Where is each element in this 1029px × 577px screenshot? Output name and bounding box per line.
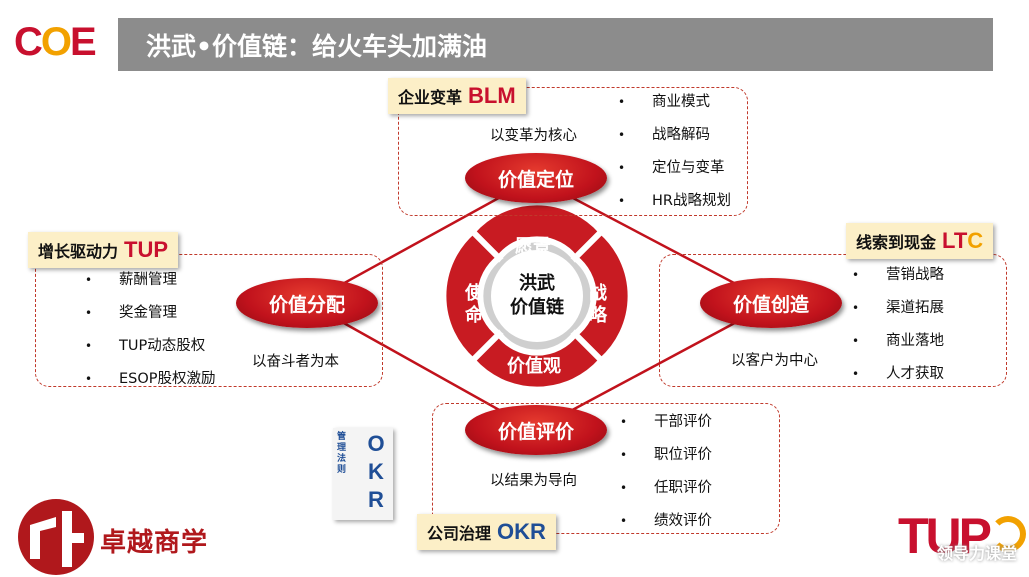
- list-item: 商业模式: [618, 86, 731, 119]
- list-item: 商业落地: [852, 325, 944, 358]
- right-list: 营销战略 渠道拓展 商业落地 人才获取: [852, 259, 944, 391]
- list-item: ESOP股权激励: [85, 363, 216, 396]
- top-list: 商业模式 战略解码 定位与变革 HR战略规划: [618, 86, 731, 218]
- right-section-box: [659, 254, 1007, 387]
- right-caption: 以客户为中心: [731, 353, 818, 369]
- page-title: 洪武•价值链：给火车头加满油: [146, 32, 487, 61]
- ring-center-line2: 价值链: [510, 297, 564, 318]
- left-list: 薪酬管理 奖金管理 TUP动态股权 ESOP股权激励: [85, 264, 216, 396]
- left-tag-label: 增长驱动力: [38, 242, 119, 261]
- ring-segments: [440, 199, 634, 393]
- bottom-section-box: [432, 403, 780, 534]
- list-item: 职位评价: [620, 439, 712, 472]
- ring-segment-strategy: 战略: [589, 283, 607, 326]
- node-value-distribution: 价值分配: [236, 278, 378, 328]
- list-item: 绩效评价: [620, 505, 712, 538]
- book-title-zh: 管理法则: [337, 432, 347, 475]
- list-item: 干部评价: [620, 406, 712, 439]
- list-item: HR战略规划: [618, 185, 731, 218]
- node-value-evaluation: 价值评价: [465, 405, 607, 455]
- list-item: TUP动态股权: [85, 330, 216, 363]
- list-item: 营销战略: [852, 259, 944, 292]
- ring-segment-values: 价值观: [507, 356, 561, 377]
- node-value-positioning: 价值定位: [465, 153, 607, 203]
- top-section-box: [398, 87, 748, 216]
- right-tag: 线索到现金 LTC: [846, 223, 994, 259]
- okr-book-image: 管理法则 OKR: [333, 428, 393, 520]
- blm-logo: BLM: [468, 83, 516, 108]
- okr-logo: OKR: [497, 519, 546, 544]
- left-caption: 以奋斗者为本: [252, 354, 339, 370]
- ring-center: [491, 250, 583, 342]
- top-caption: 以变革为核心: [490, 128, 577, 144]
- node-value-creation: 价值创造: [700, 278, 842, 328]
- bottom-tag-label: 公司治理: [427, 524, 492, 543]
- ring-center-label: 洪武 价值链: [501, 272, 573, 320]
- brand-name: 卓越商学: [100, 528, 209, 558]
- ring-center-line1: 洪武: [519, 273, 555, 294]
- list-item: 人才获取: [852, 358, 944, 391]
- list-item: 薪酬管理: [85, 264, 216, 297]
- bottom-tag: 公司治理 OKR: [417, 514, 556, 550]
- list-item: 定位与变革: [618, 152, 731, 185]
- ring-segment-vision: 愿景: [515, 236, 551, 257]
- bottom-list: 干部评价 职位评价 任职评价 绩效评价: [620, 406, 712, 538]
- list-item: 渠道拓展: [852, 292, 944, 325]
- book-title-okr: OKR: [367, 431, 385, 512]
- list-item: 奖金管理: [85, 297, 216, 330]
- right-tag-label: 线索到现金: [856, 233, 937, 252]
- title-bar: 洪武•价值链：给火车头加满油: [118, 18, 993, 71]
- zhuoyue-logo-icon: [18, 499, 94, 575]
- ltc-logo: LTC: [942, 228, 984, 253]
- top-tag-label: 企业变革: [398, 88, 463, 107]
- list-item: 战略解码: [618, 119, 731, 152]
- ring-segment-mission: 使命: [465, 283, 483, 326]
- coe-logo: COE: [14, 20, 97, 64]
- top-tag: 企业变革 BLM: [388, 78, 526, 114]
- watermark: 领导力课堂: [937, 544, 1018, 563]
- tup-logo-ring-icon: [990, 516, 1026, 552]
- tup-footer-logo: TUP: [898, 508, 992, 564]
- bottom-caption: 以结果为导向: [490, 473, 577, 489]
- tup-logo: TUP: [124, 237, 169, 262]
- list-item: 任职评价: [620, 472, 712, 505]
- left-tag: 增长驱动力 TUP: [28, 232, 179, 268]
